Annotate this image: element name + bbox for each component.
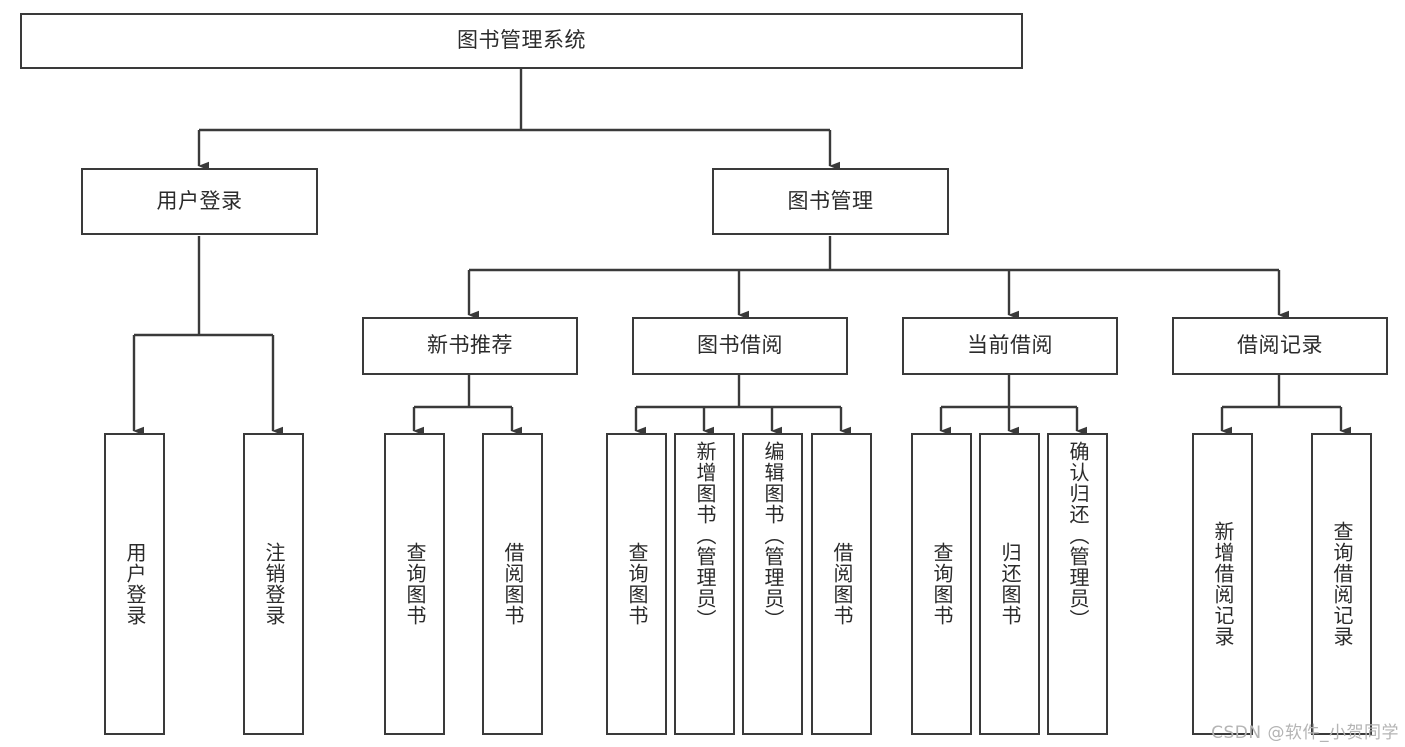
node-book-manage[interactable]: 图书管理: [712, 168, 949, 235]
node-root-library-management-system[interactable]: 图书管理系统: [20, 13, 1023, 69]
node-borrow-record[interactable]: 借阅记录: [1172, 317, 1388, 375]
node-label: 注销登录: [262, 542, 286, 626]
node-user-login[interactable]: 用户登录: [81, 168, 318, 235]
node-label: 图书管理系统: [457, 28, 586, 53]
node-leaf-add-record[interactable]: 新增借阅记录: [1192, 433, 1253, 735]
node-label: 用户登录: [156, 188, 243, 213]
node-label: 借阅图书: [501, 542, 525, 626]
node-leaf-user-login[interactable]: 用户登录: [104, 433, 165, 735]
vtext-wrap: 用户登录: [106, 435, 163, 733]
node-leaf-borrow-book-2[interactable]: 借阅图书: [811, 433, 872, 735]
vtext-wrap: 确认归还（管理员）: [1049, 435, 1106, 733]
vtext-wrap: 新增借阅记录: [1194, 435, 1251, 733]
node-label: 查询图书: [403, 542, 427, 626]
node-leaf-query-book-1[interactable]: 查询图书: [384, 433, 445, 735]
vtext-wrap: 注销登录: [245, 435, 302, 733]
node-leaf-borrow-book-1[interactable]: 借阅图书: [482, 433, 543, 735]
node-label: 借阅记录: [1237, 333, 1323, 358]
vtext-wrap: 新增图书（管理员）: [676, 435, 733, 733]
node-label: 编辑图书（管理员）: [761, 441, 785, 630]
node-label: 图书管理: [787, 188, 874, 213]
node-label: 归还图书: [998, 542, 1022, 626]
node-label: 用户登录: [123, 542, 147, 626]
node-label: 新增图书（管理员）: [693, 441, 717, 630]
node-label: 新增借阅记录: [1211, 521, 1235, 647]
node-leaf-confirm-return[interactable]: 确认归还（管理员）: [1047, 433, 1108, 735]
node-leaf-edit-book[interactable]: 编辑图书（管理员）: [742, 433, 803, 735]
node-book-borrow[interactable]: 图书借阅: [632, 317, 848, 375]
node-leaf-query-book-2[interactable]: 查询图书: [606, 433, 667, 735]
node-label: 新书推荐: [427, 333, 513, 358]
node-label: 当前借阅: [967, 333, 1053, 358]
node-label: 借阅图书: [830, 542, 854, 626]
vtext-wrap: 查询借阅记录: [1313, 435, 1370, 733]
node-label: 图书借阅: [697, 333, 783, 358]
vtext-wrap: 借阅图书: [484, 435, 541, 733]
csdn-watermark: CSDN @软件_小贺同学: [1211, 723, 1399, 743]
vtext-wrap: 归还图书: [981, 435, 1038, 733]
node-label: 确认归还（管理员）: [1066, 441, 1090, 630]
vtext-wrap: 查询图书: [608, 435, 665, 733]
node-leaf-query-book-3[interactable]: 查询图书: [911, 433, 972, 735]
node-new-book-recommend[interactable]: 新书推荐: [362, 317, 578, 375]
node-label: 查询图书: [930, 542, 954, 626]
node-leaf-add-book[interactable]: 新增图书（管理员）: [674, 433, 735, 735]
node-leaf-return-book[interactable]: 归还图书: [979, 433, 1040, 735]
vtext-wrap: 编辑图书（管理员）: [744, 435, 801, 733]
node-leaf-query-record[interactable]: 查询借阅记录: [1311, 433, 1372, 735]
node-label: 查询图书: [625, 542, 649, 626]
node-leaf-logout-login[interactable]: 注销登录: [243, 433, 304, 735]
vtext-wrap: 查询图书: [386, 435, 443, 733]
node-label: 查询借阅记录: [1330, 521, 1354, 647]
vtext-wrap: 查询图书: [913, 435, 970, 733]
vtext-wrap: 借阅图书: [813, 435, 870, 733]
node-current-borrow[interactable]: 当前借阅: [902, 317, 1118, 375]
